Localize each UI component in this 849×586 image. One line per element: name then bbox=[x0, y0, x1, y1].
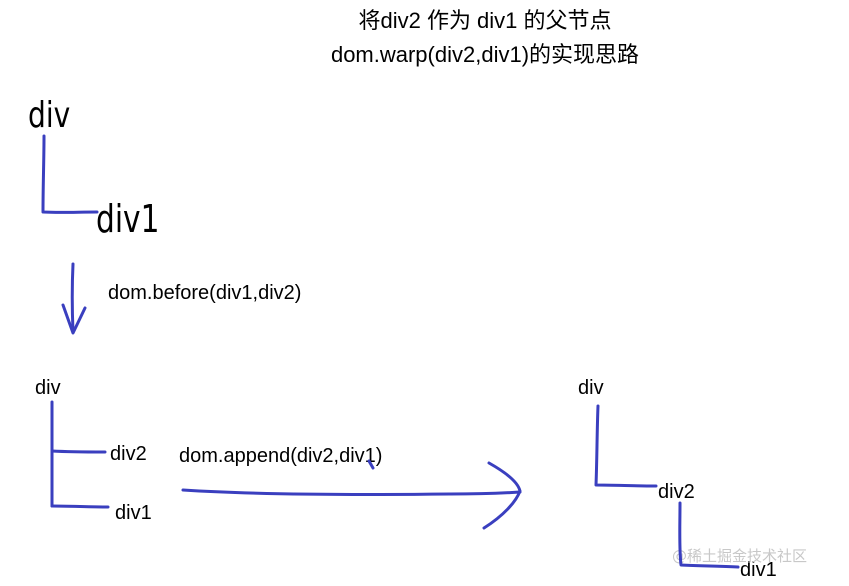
tree3-child-div2-label: div2 bbox=[658, 481, 695, 503]
tree2-parent-label: div bbox=[35, 377, 61, 399]
step2-operation-label: dom.append(div2,div1) bbox=[179, 445, 383, 467]
tree1-child-label: div1 bbox=[96, 197, 160, 241]
tree1-parent-label: div bbox=[28, 95, 71, 136]
down-arrow-head bbox=[61, 303, 87, 335]
tree2-child-div2-label: div2 bbox=[110, 443, 147, 465]
tree3-grandchild-div1-label: div1 bbox=[740, 559, 777, 581]
scribble-mark bbox=[367, 459, 375, 470]
tree3-connector-div2 bbox=[594, 404, 658, 488]
tree3-connector-div1 bbox=[678, 501, 740, 569]
right-arrow-shaft bbox=[181, 488, 522, 497]
step1-operation-label: dom.before(div1,div2) bbox=[108, 282, 302, 304]
right-arrow-head bbox=[482, 461, 522, 530]
tree2-child-div1-label: div1 bbox=[115, 502, 152, 524]
tree2-connector-div2 bbox=[50, 449, 107, 454]
diagram-title-line-1: 将div2 作为 div1 的父节点 bbox=[358, 8, 612, 33]
tree2-connector-div1 bbox=[50, 504, 110, 509]
down-arrow-shaft bbox=[70, 262, 75, 334]
tree3-parent-label: div bbox=[578, 377, 604, 399]
watermark: @稀土掘金技术社区 bbox=[672, 547, 808, 565]
diagram-title-line-2: dom.warp(div2,div1)的实现思路 bbox=[330, 42, 640, 67]
tree1-connector bbox=[41, 134, 99, 214]
